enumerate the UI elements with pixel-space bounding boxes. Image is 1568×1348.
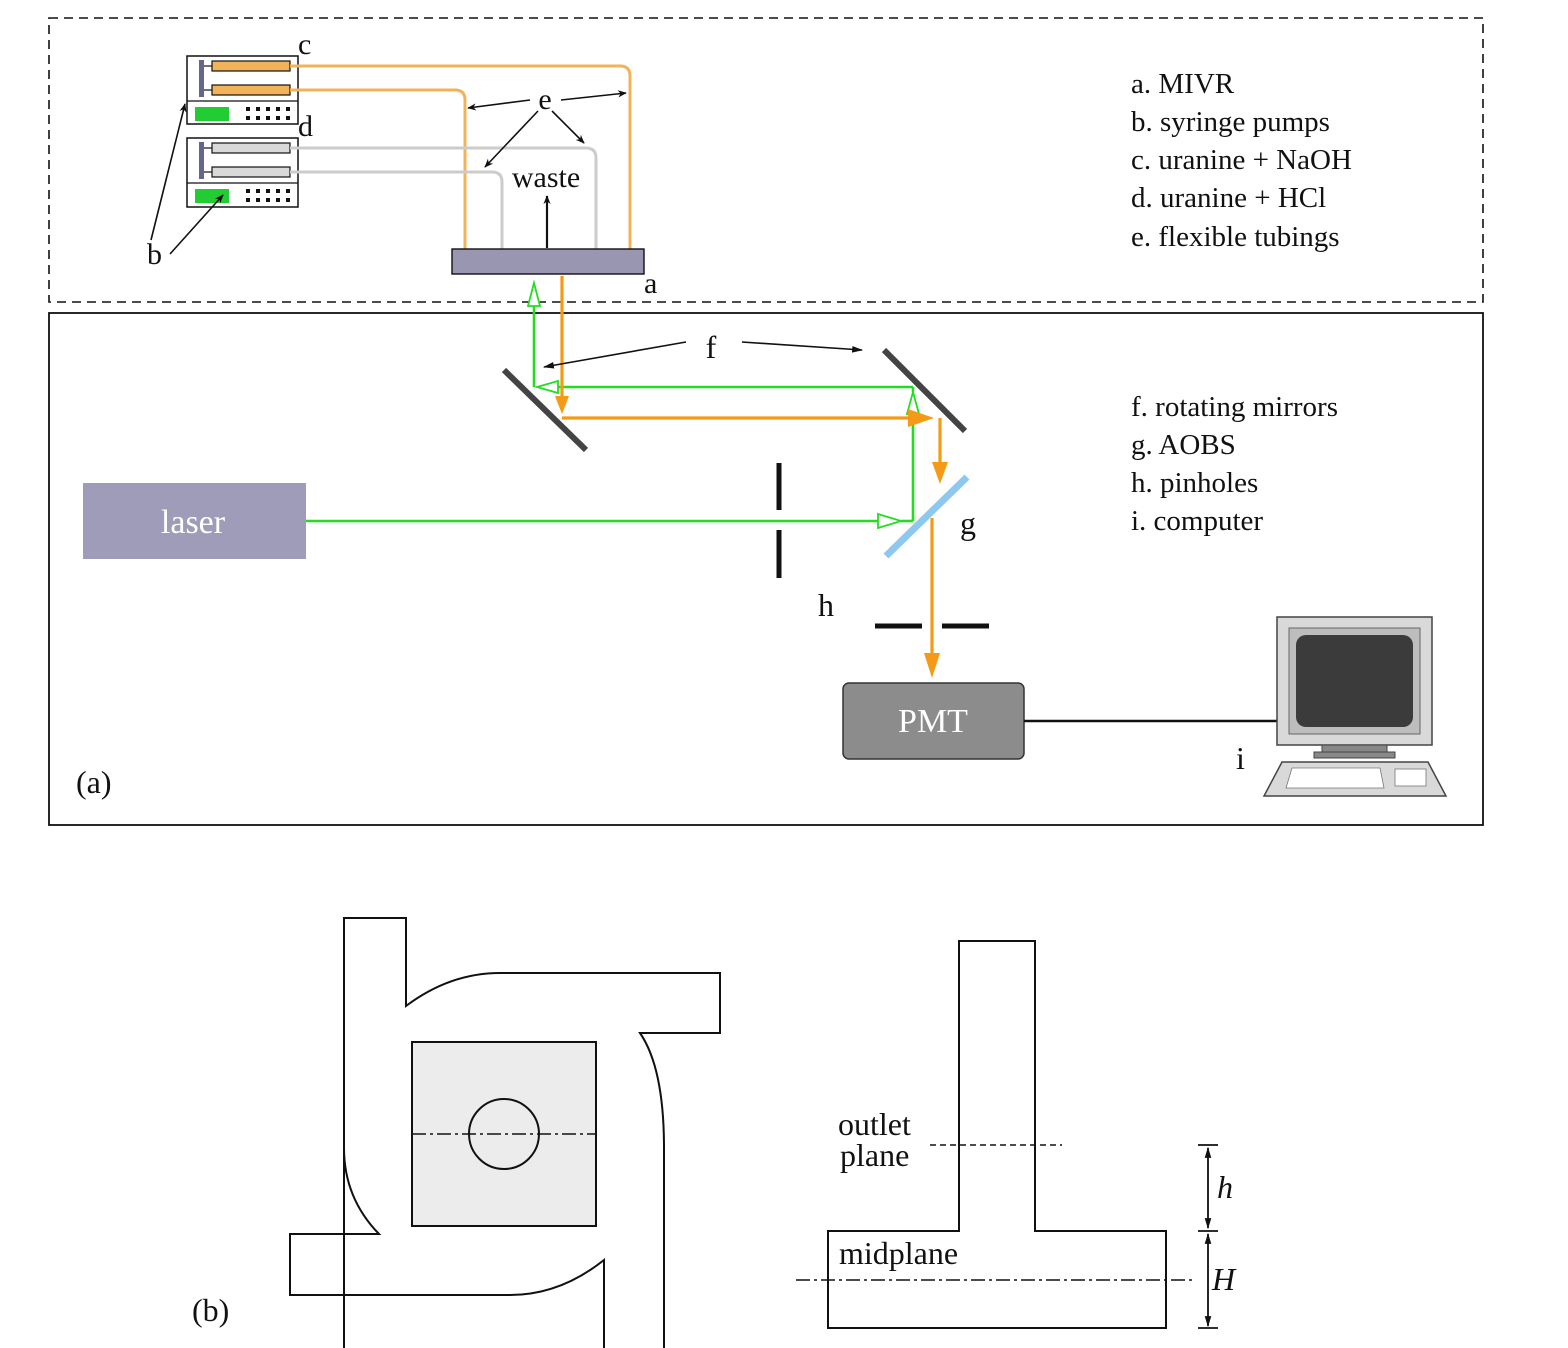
outlet-plane-label: outlet [838, 1106, 911, 1142]
rotating-mirror-left [501, 367, 589, 453]
legend-top-item: c. uranine + NaOH [1131, 144, 1352, 176]
syringe-uranine-hcl-2 [211, 166, 291, 178]
legend-bottom-item: h. pinholes [1131, 467, 1258, 499]
dimension-H [1198, 1232, 1218, 1329]
legend-bottom-item: i. computer [1131, 505, 1263, 537]
H-symbol: H [1211, 1261, 1237, 1297]
computer-icon [1262, 616, 1448, 797]
reactor-side-view [827, 940, 1167, 1329]
laser-label: laser [161, 504, 226, 541]
legend-top-item: e. flexible tubings [1131, 221, 1340, 253]
h-symbol: h [1217, 1169, 1233, 1205]
mirror-pointer-arrows [542, 341, 864, 369]
rotating-mirror-right [881, 347, 968, 434]
label-e: e [538, 83, 551, 116]
outlet-plane-label: plane [840, 1137, 909, 1173]
label-h: h [818, 587, 834, 623]
label-f: f [706, 329, 717, 365]
syringe-uranine-naoh-2 [211, 84, 291, 96]
waste-label: waste [512, 161, 580, 194]
panel-a: waste e c d b a a. MIVR b. syringe pumps… [48, 17, 1484, 826]
syringe-uranine-naoh-1 [211, 60, 291, 72]
syringe-uranine-hcl-1 [211, 142, 291, 154]
microfluidic-enclosure [48, 17, 1484, 303]
pmt-label: PMT [898, 703, 968, 740]
label-a: a [644, 267, 657, 300]
legend-top: a. MIVR b. syringe pumps c. uranine + Na… [1131, 68, 1352, 253]
legend-top-item: b. syringe pumps [1131, 106, 1330, 138]
panel-b: (b) outlet plane midplane h H [192, 917, 1237, 1348]
legend-top-item: a. MIVR [1131, 68, 1235, 100]
laser-box [83, 483, 306, 559]
aobs-beamsplitter [883, 474, 970, 559]
legend-top-item: d. uranine + HCl [1131, 182, 1326, 214]
legend-bottom: f. rotating mirrors g. AOBS h. pinholes … [1131, 391, 1338, 537]
label-i: i [1236, 740, 1245, 776]
label-g: g [960, 505, 976, 541]
optics-enclosure [48, 312, 1484, 826]
legend-bottom-item: g. AOBS [1131, 429, 1236, 461]
reactor-top-view [289, 917, 721, 1348]
panel-a-tag: (a) [76, 764, 112, 800]
label-b: b [147, 238, 162, 271]
midplane-label: midplane [839, 1235, 958, 1271]
syringe-pump-d [186, 137, 299, 208]
panel-b-tag: (b) [192, 1292, 229, 1328]
excitation-beam [306, 279, 921, 530]
mivr-chip [451, 248, 645, 275]
label-c: c [298, 28, 311, 61]
dimension-h [1198, 1144, 1218, 1232]
legend-bottom-item: f. rotating mirrors [1131, 391, 1338, 423]
label-d: d [298, 110, 313, 143]
flexible-tubings [290, 64, 632, 249]
tubing-pointer-arrows [467, 90, 627, 168]
pump-pointer-arrows [150, 103, 224, 255]
emission-beam [555, 276, 948, 678]
syringe-pump-c [186, 55, 299, 125]
